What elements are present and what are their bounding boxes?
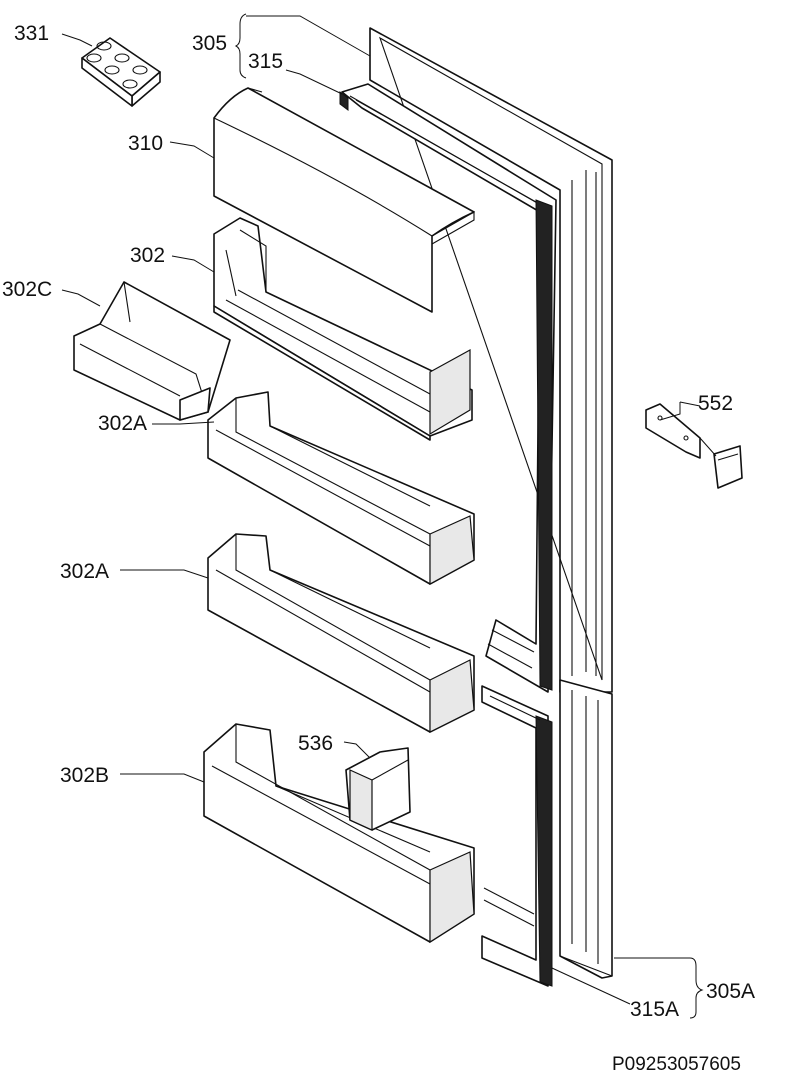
label-305A: 305A xyxy=(706,980,755,1003)
hinge-plate-552 xyxy=(645,403,743,489)
label-536: 536 xyxy=(298,732,333,755)
label-552: 552 xyxy=(698,392,733,415)
label-310: 310 xyxy=(128,132,163,155)
label-315A: 315A xyxy=(630,998,679,1021)
callout-labels: 331 305 315 310 302 302C 302A 302A 302B … xyxy=(2,22,755,1075)
label-305: 305 xyxy=(192,32,227,55)
egg-tray-331 xyxy=(81,37,161,107)
bracket-305-315 xyxy=(234,13,247,79)
upper-gasket-315 xyxy=(339,83,557,693)
leader-lines xyxy=(61,15,717,1005)
bottle-shelf-302A-lower xyxy=(207,533,475,733)
bottle-shelf-302B xyxy=(203,723,475,944)
label-302: 302 xyxy=(130,244,165,267)
label-302C: 302C xyxy=(2,278,52,301)
door-shelf-302 xyxy=(213,217,473,441)
dairy-lid-310 xyxy=(213,87,475,313)
label-302A-lower: 302A xyxy=(60,560,109,583)
label-315: 315 xyxy=(248,50,283,73)
reference-code: P09253057605 xyxy=(612,1054,741,1075)
bracket-305A-315A xyxy=(689,957,704,1019)
label-331: 331 xyxy=(14,22,49,45)
small-shelf-302C xyxy=(73,281,231,421)
lower-door-305A xyxy=(559,679,613,979)
label-302B: 302B xyxy=(60,764,109,787)
label-302A-upper: 302A xyxy=(98,412,147,435)
bottle-shelf-302A-upper xyxy=(207,391,475,586)
lower-gasket-315A xyxy=(481,685,553,987)
bottle-retainer-536 xyxy=(345,747,411,831)
